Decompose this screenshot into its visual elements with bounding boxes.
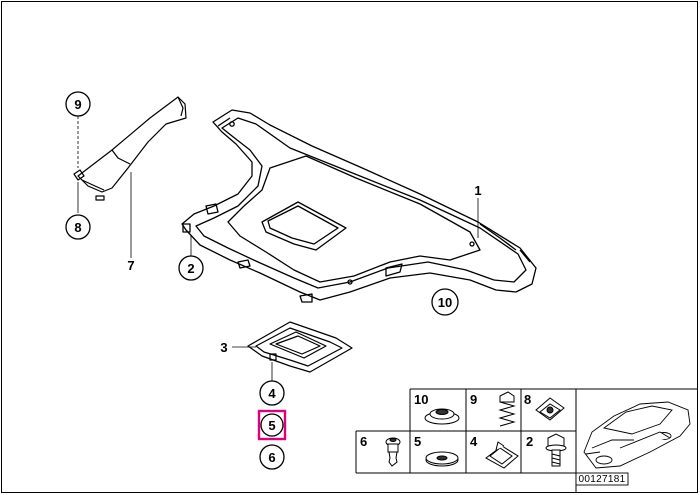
callout-5-label: 5 (268, 418, 275, 433)
callout-7-label: 7 (127, 258, 134, 273)
small-parts-legend (355, 388, 698, 492)
car-thumbnail (583, 401, 691, 469)
callout-2[interactable]: 2 (178, 255, 204, 281)
callout-4[interactable]: 4 (259, 380, 285, 406)
part-3-cover-plate[interactable] (247, 321, 353, 373)
push-pin-icon (385, 437, 401, 467)
callout-1[interactable]: 1 (474, 183, 481, 198)
legend-9-label: 9 (470, 392, 477, 407)
grommet-icon (424, 408, 460, 425)
highlight-box (257, 409, 287, 441)
callout-8[interactable]: 8 (65, 214, 91, 240)
legend-cell-4[interactable]: 4 (470, 434, 519, 469)
callout-4-label: 4 (268, 386, 276, 401)
part-7-bracket[interactable] (73, 96, 187, 201)
callout-7[interactable]: 7 (127, 258, 134, 273)
part-1-underbody-panel[interactable] (181, 109, 537, 303)
spring-clip-icon (485, 441, 519, 469)
legend-cell-6[interactable]: 6 (360, 434, 401, 467)
legend-cell-5[interactable]: 5 (414, 434, 459, 467)
legend-10-label: 10 (414, 392, 428, 407)
document-number: 00127181 (579, 474, 626, 485)
document-number-box: 00127181 (575, 472, 629, 486)
legend-cell-10[interactable]: 10 (414, 392, 460, 425)
washer-icon (425, 451, 459, 467)
legend-cell-9[interactable]: 9 (470, 391, 516, 427)
callout-10[interactable]: 10 (431, 288, 459, 316)
legend-2-label: 2 (526, 434, 533, 449)
callout-9-label: 9 (74, 97, 81, 112)
legend-4-label: 4 (470, 434, 478, 449)
callout-10-label: 10 (438, 295, 452, 310)
clip-nut-icon (535, 397, 565, 421)
legend-5-label: 5 (414, 434, 421, 449)
callout-5-highlighted[interactable]: 5 (257, 409, 287, 441)
legend-8-label: 8 (524, 392, 531, 407)
callout-3[interactable]: 3 (220, 340, 227, 355)
callout-6-label: 6 (268, 450, 275, 465)
callout-3-label: 3 (220, 340, 227, 355)
legend-6-label: 6 (360, 434, 367, 449)
callout-9[interactable]: 9 (65, 91, 91, 117)
hex-bolt-icon (545, 433, 567, 467)
spring-icon (498, 391, 516, 427)
callout-1-label: 1 (474, 183, 481, 198)
callout-6[interactable]: 6 (259, 444, 285, 470)
callout-8-label: 8 (74, 220, 81, 235)
callout-2-label: 2 (187, 261, 194, 276)
legend-cell-2[interactable]: 2 (526, 433, 567, 467)
legend-cell-8[interactable]: 8 (524, 392, 565, 421)
